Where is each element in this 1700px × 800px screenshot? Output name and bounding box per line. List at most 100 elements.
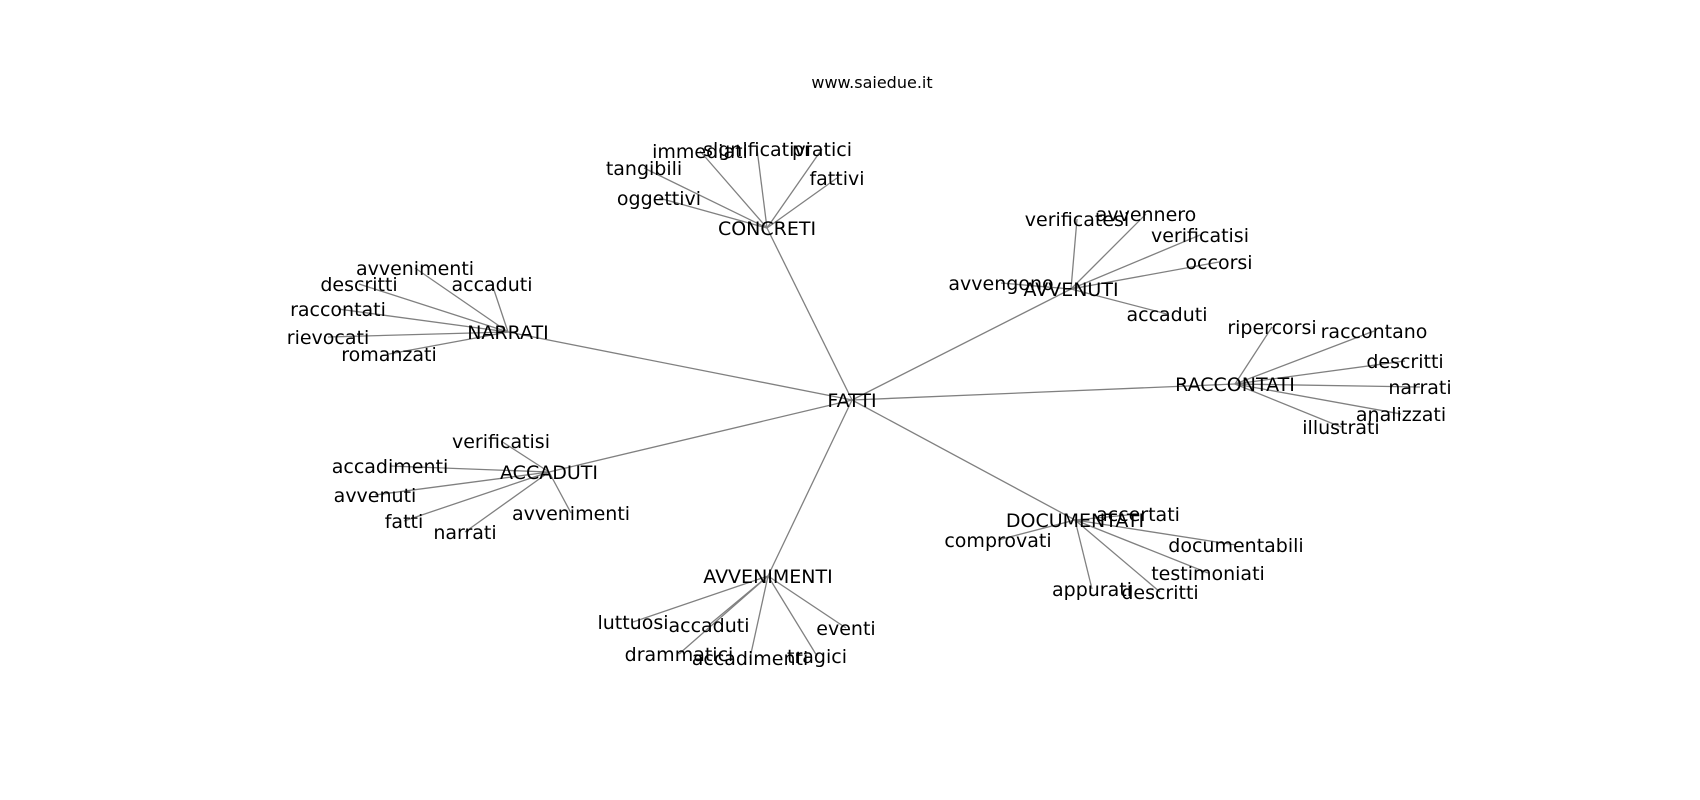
node-leaf: immediati <box>652 141 748 163</box>
node-leaf: verificatisi <box>1151 225 1249 247</box>
edge-center-accaduti <box>548 399 853 473</box>
labels: FATTI CONCRETI immediatisignificativiprati… <box>287 139 1452 670</box>
edge-avvenuti-leaf <box>1070 288 1168 315</box>
node-leaf: avvennero <box>1096 204 1197 226</box>
node-leaf: descritti <box>1366 351 1443 373</box>
node-leaf: tangibili <box>606 158 682 180</box>
node-leaf: accaduti <box>668 615 749 637</box>
node-leaf: tragici <box>787 646 847 668</box>
edge-accaduti-leaf <box>464 471 550 533</box>
edge-avvenuti-leaf <box>1000 282 1072 290</box>
credit-text: www.saiedue.it <box>811 73 932 92</box>
node-leaf: accadimenti <box>692 648 809 670</box>
edge-accaduti-leaf <box>403 471 550 522</box>
node-leaf: raccontati <box>290 299 386 321</box>
node-leaf: avvengono <box>948 273 1053 295</box>
edge-narrati-leaf <box>358 283 509 333</box>
node-leaf: raccontano <box>1321 321 1428 343</box>
edge-avvenuti-leaf <box>1070 218 1078 290</box>
node-hub-avvenuti: AVVENUTI <box>1023 279 1118 301</box>
edge-concreti-leaf <box>766 148 823 229</box>
node-leaf: illustrati <box>1302 417 1379 439</box>
node-hub-documentati: DOCUMENTATI <box>1006 510 1144 532</box>
node-leaf: verificatesi <box>1025 209 1129 231</box>
edge-center-raccontati <box>851 383 1236 401</box>
edge-narrati-leaf <box>327 331 509 338</box>
edge-concreti-leaf <box>756 148 768 229</box>
edge-concreti-leaf <box>766 177 838 229</box>
node-leaf: accaduti <box>1126 304 1207 326</box>
edge-concreti-leaf <box>643 167 768 229</box>
edge-raccontati-leaf <box>1234 330 1375 385</box>
node-leaf: accadimenti <box>332 456 449 478</box>
node-leaf: descritti <box>320 274 397 296</box>
node-leaf: rievocati <box>287 327 369 349</box>
edge-avvenimenti-leaf <box>632 575 769 623</box>
edge-raccontati-leaf <box>1234 326 1273 385</box>
edge-center-avvenimenti <box>767 399 853 577</box>
edge-accaduti-leaf <box>548 471 572 514</box>
edge-accaduti-leaf <box>500 440 550 473</box>
edge-avvenimenti-leaf <box>749 575 769 659</box>
edge-center-avvenuti <box>851 288 1072 401</box>
edge-narrati-leaf <box>491 283 509 333</box>
node-leaf: avvenimenti <box>512 503 630 525</box>
node-leaf: accaduti <box>451 274 532 296</box>
node-leaf: narrati <box>1388 377 1451 399</box>
edge-accaduti-leaf <box>389 465 550 473</box>
node-leaf: significativi <box>703 139 811 161</box>
edge-raccontati-leaf <box>1234 383 1342 428</box>
edge-documentati-leaf <box>1074 519 1209 574</box>
node-leaf: avvenimenti <box>356 258 474 280</box>
node-leaf: appurati <box>1052 579 1132 601</box>
node-hub-narrati: NARRATI <box>467 322 549 344</box>
node-leaf: romanzati <box>341 344 437 366</box>
node-leaf: eventi <box>816 618 875 640</box>
edge-center-documentati <box>851 399 1076 521</box>
node-leaf: ripercorsi <box>1227 317 1316 339</box>
edge-concreti-leaf <box>658 197 768 229</box>
node-hub-concreti: CONCRETI <box>718 218 816 240</box>
edge-avvenimenti-leaf <box>678 575 769 655</box>
edge-documentati-leaf <box>997 519 1076 541</box>
node-leaf: occorsi <box>1185 252 1252 274</box>
edge-raccontati-leaf <box>1234 383 1402 415</box>
node-leaf: testimoniati <box>1151 563 1265 585</box>
node-leaf: verificatisi <box>452 431 550 453</box>
edge-concreti-leaf <box>699 150 768 229</box>
node-leaf: avvenuti <box>334 485 417 507</box>
edges <box>327 148 1421 659</box>
node-leaf: analizzati <box>1356 404 1446 426</box>
node-hub-accaduti: ACCADUTI <box>500 462 598 484</box>
edge-documentati-leaf <box>1074 519 1161 593</box>
node-leaf: narrati <box>433 522 496 544</box>
edge-documentati-leaf <box>1074 513 1139 521</box>
edge-documentati-leaf <box>1074 519 1093 590</box>
edge-narrati-leaf <box>337 308 509 333</box>
node-leaf: pratici <box>792 139 852 161</box>
node-leaf: fatti <box>385 511 424 533</box>
edge-raccontati-leaf <box>1234 383 1421 388</box>
edge-documentati-leaf <box>1074 519 1237 546</box>
node-leaf: luttuosi <box>597 612 668 634</box>
edge-avvenuti-leaf <box>1070 261 1220 290</box>
node-leaf: accertati <box>1096 504 1180 526</box>
node-leaf: descritti <box>1121 582 1198 604</box>
node-center: FATTI <box>827 390 876 412</box>
edge-center-concreti <box>766 227 853 401</box>
node-leaf: oggettivi <box>617 188 701 210</box>
node-leaf: comprovati <box>944 530 1051 552</box>
edge-avvenuti-leaf <box>1070 213 1147 290</box>
node-leaf: documentabili <box>1168 535 1303 557</box>
edge-avvenimenti-leaf <box>767 575 818 657</box>
node-leaf: fattivi <box>809 168 864 190</box>
edge-accaduti-leaf <box>374 471 550 496</box>
edge-raccontati-leaf <box>1234 360 1406 385</box>
edge-narrati-leaf <box>388 331 509 355</box>
node-hub-avvenimenti: AVVENIMENTI <box>703 566 832 588</box>
edge-avvenuti-leaf <box>1070 234 1201 290</box>
edge-center-narrati <box>507 331 853 401</box>
edge-narrati-leaf <box>414 267 509 333</box>
node-leaf: drammatici <box>625 644 734 666</box>
